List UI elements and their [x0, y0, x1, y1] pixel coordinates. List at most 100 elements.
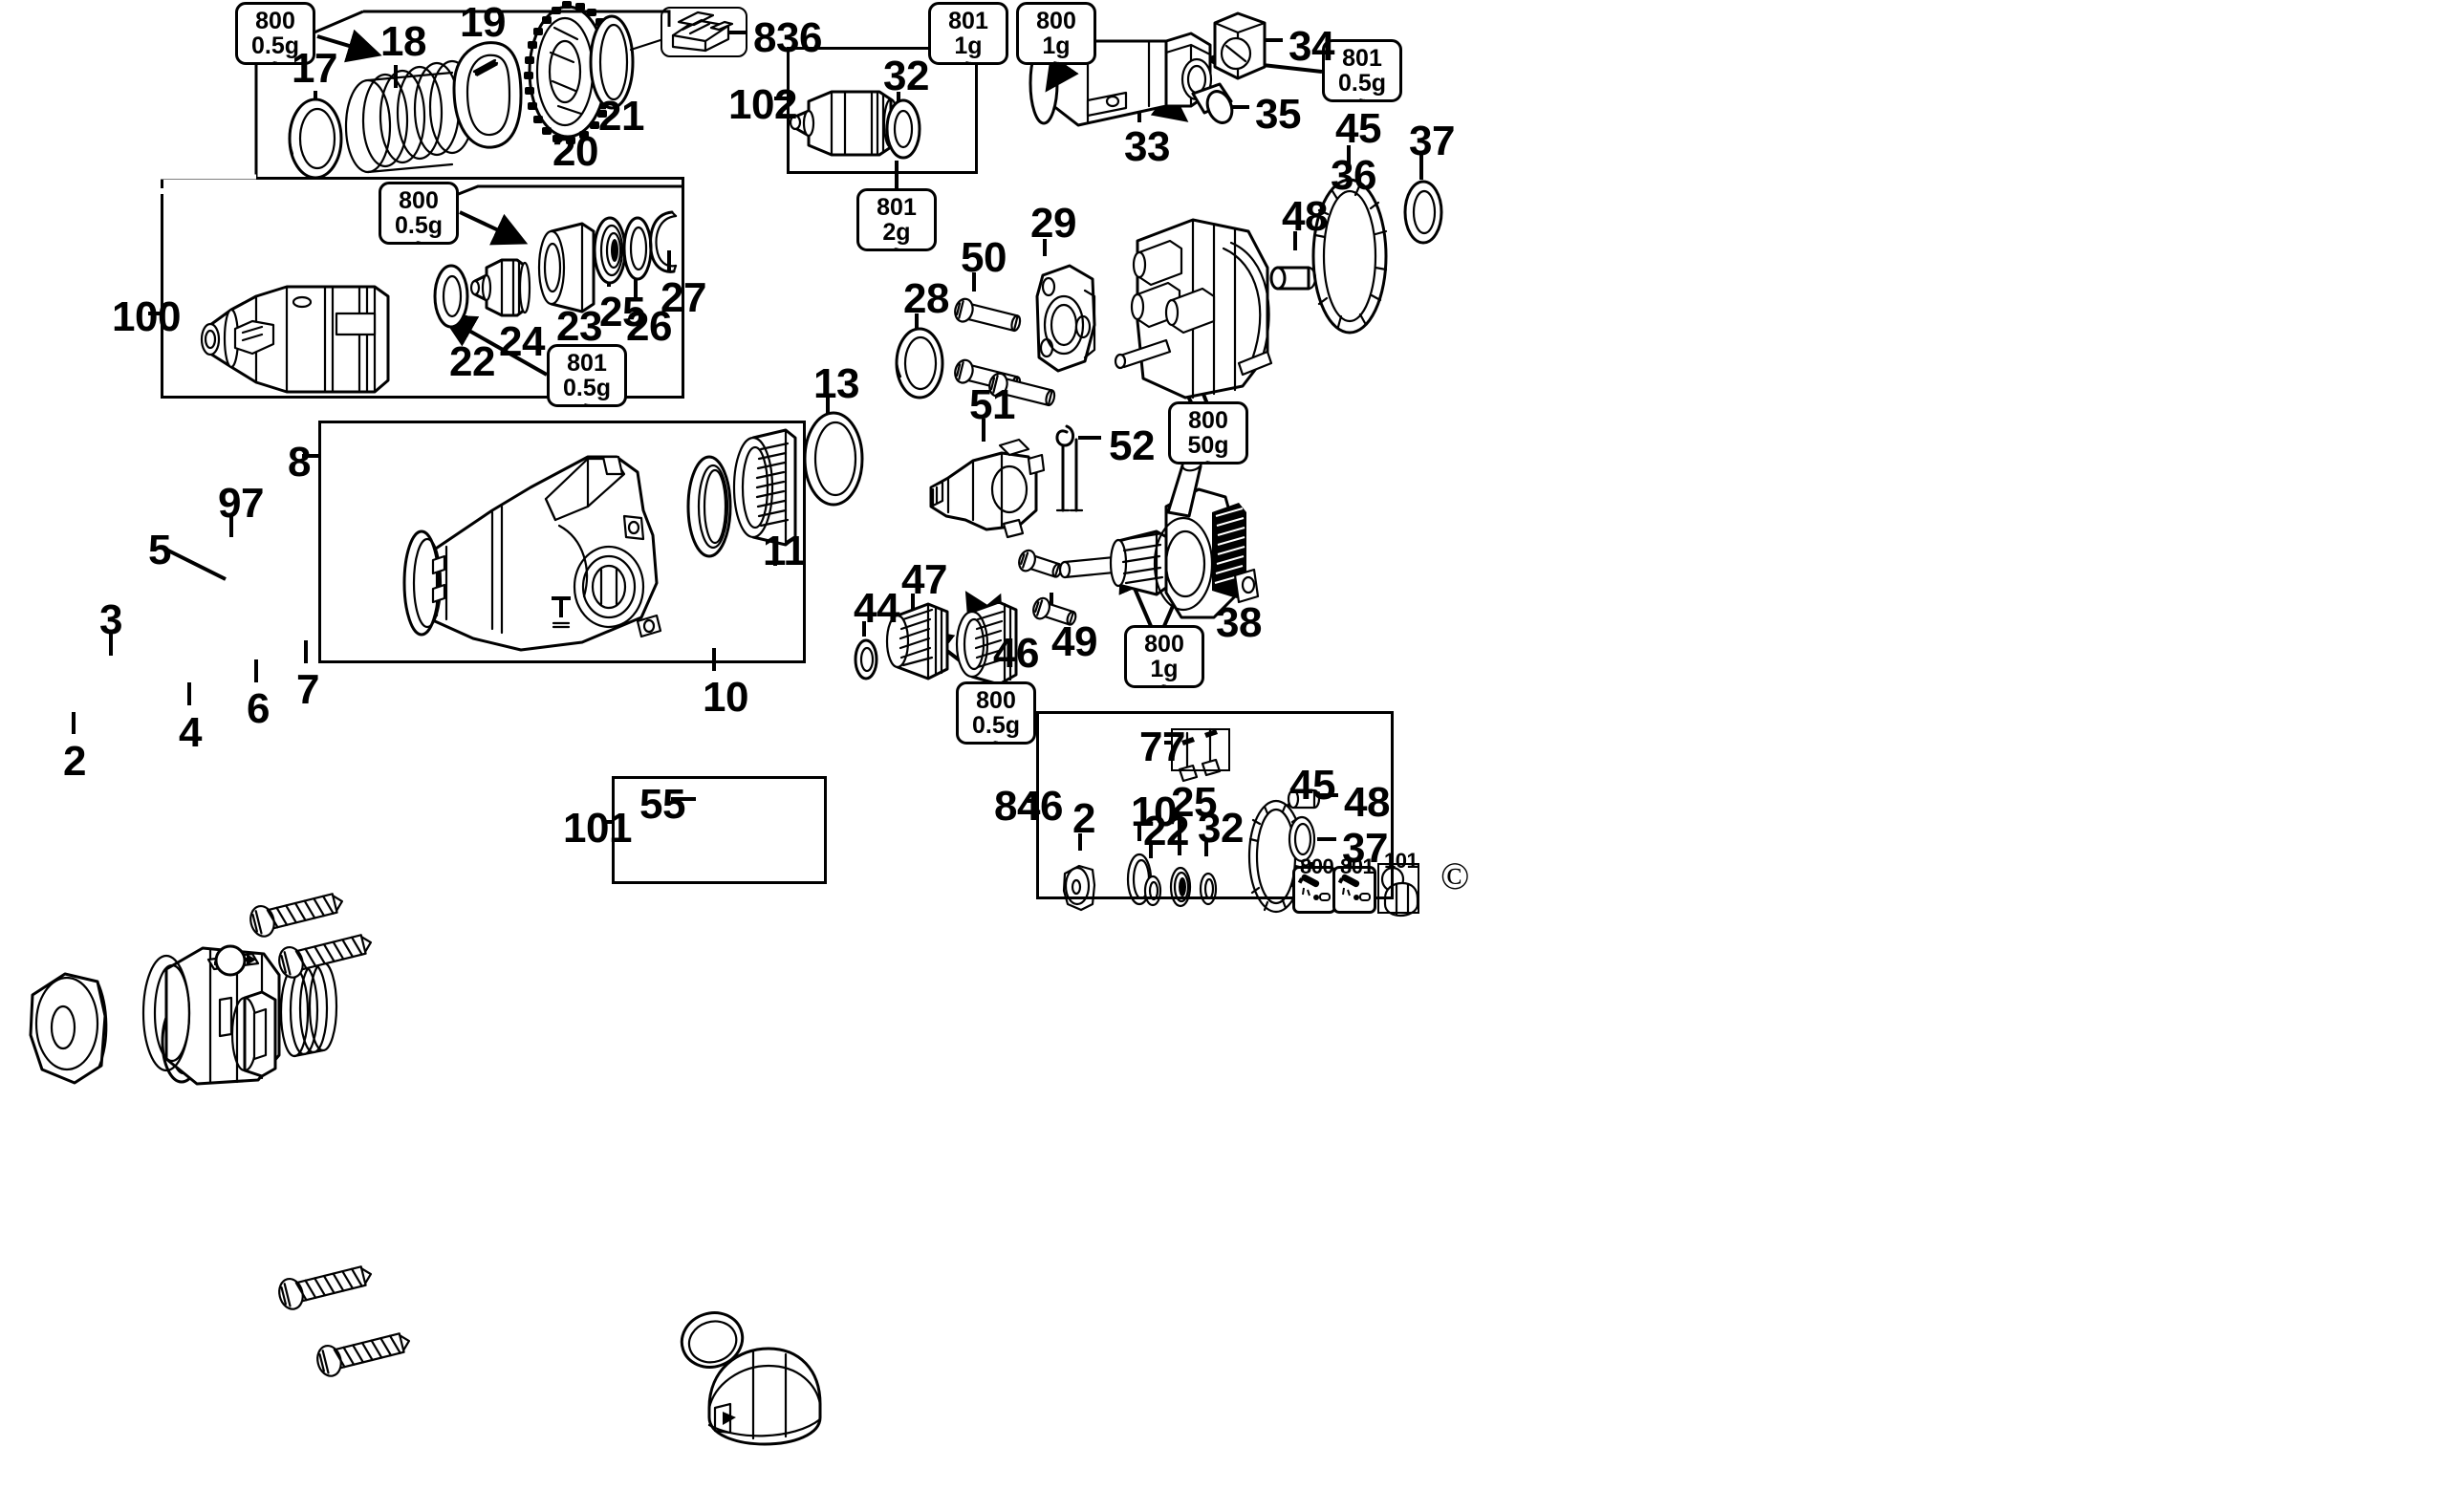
part-number-11: 11 [763, 528, 807, 574]
grease-gun-tube-icon [1337, 874, 1371, 901]
part-49-screws [1018, 549, 1077, 626]
part-36-gearcase [1114, 218, 1273, 400]
part-number-33: 33 [1124, 123, 1170, 170]
grease-code: 800 [1036, 8, 1076, 34]
part-6-washer [230, 990, 277, 1078]
kit-grease-spec-box [1332, 866, 1376, 914]
assembly-frame-77 [1171, 728, 1230, 771]
grease-spec-box: 800 50g [1168, 401, 1248, 464]
part-number-2: 2 [63, 738, 86, 785]
part-number-50: 50 [961, 234, 1007, 281]
assembly-frame-101 [612, 776, 827, 884]
part-number-35: 35 [1255, 91, 1301, 138]
assembly-frame-101-kit [1377, 863, 1419, 914]
part-17-oring [288, 97, 343, 180]
part-97-screws [249, 893, 411, 1377]
kit-part-number-25: 25 [1171, 779, 1217, 826]
part-19-washer [452, 41, 523, 149]
part-35-pin [1191, 82, 1234, 124]
grease-code: 800 [976, 687, 1016, 714]
grease-gun-tube-icon [1359, 97, 1365, 99]
kit-part-37-oring [1288, 815, 1316, 863]
grease-gun-tube-icon [1053, 60, 1059, 62]
kit-grease-label-800: 800 [1300, 854, 1334, 878]
part-number-5: 5 [148, 527, 171, 573]
part-38-motor-armature [1058, 457, 1260, 619]
part-number-24: 24 [499, 318, 545, 365]
part-number-97: 97 [218, 480, 264, 527]
grease-gun-icon [272, 60, 278, 62]
kit-part-number-37: 37 [1342, 825, 1388, 872]
grease-amount: 1g [1042, 32, 1071, 60]
part-number-20: 20 [552, 128, 598, 175]
part-5-ball [214, 944, 247, 977]
part-number-27: 27 [660, 274, 706, 321]
grease-spec-box: 800 0.5g [379, 182, 459, 245]
part-number-17: 17 [292, 45, 337, 92]
grease-gun-icon [416, 240, 422, 242]
part-number-19: 19 [460, 0, 506, 46]
part-number-4: 4 [179, 709, 202, 756]
part-number-45: 45 [1335, 105, 1381, 152]
part-number-28: 28 [903, 275, 949, 322]
kit-part-number-45: 45 [1289, 762, 1335, 809]
part-46-needle-bearing [955, 600, 1018, 686]
grease-code: 800 [399, 187, 439, 214]
kit-part-number-101: 101 [1384, 849, 1418, 873]
part-48-pin [1269, 266, 1317, 291]
part-number-8: 8 [288, 439, 311, 486]
copyright-mark: © [1440, 854, 1470, 897]
grease-amount: 0.5g [1337, 70, 1387, 97]
kit-part-number-22: 22 [1143, 808, 1189, 854]
kit-part-48-pin [1287, 788, 1321, 810]
part-number-34: 34 [1288, 23, 1334, 70]
part-number-101: 101 [563, 805, 632, 852]
part-32-washer [885, 98, 921, 160]
kit-part-number-32: 32 [1198, 805, 1244, 852]
grease-gun-icon [993, 740, 999, 742]
part-number-846: 846 [994, 783, 1063, 830]
part-number-102: 102 [728, 81, 797, 128]
grease-gun-tube-icon [584, 402, 590, 404]
part-number-37: 37 [1409, 118, 1455, 164]
part-number-10: 10 [703, 674, 748, 721]
part-number-13: 13 [813, 360, 859, 407]
part-51-switch-carrier [929, 438, 1046, 539]
grease-gun-tube-icon [965, 60, 971, 62]
assembly-frame-836 [660, 7, 747, 57]
part-13-oring [803, 411, 864, 507]
assembly-frame-846 [1036, 711, 1394, 899]
grease-amount: 50g [1187, 432, 1229, 460]
part-number-38: 38 [1216, 599, 1262, 646]
grease-gun-tube-icon [1297, 874, 1331, 901]
part-number-51: 51 [969, 381, 1015, 428]
kit-part-number-10: 10 [1131, 788, 1177, 835]
part-number-52: 52 [1109, 422, 1155, 469]
part-836-switch [671, 11, 734, 53]
part-55-oring [680, 1311, 745, 1369]
part-number-6: 6 [247, 685, 270, 732]
part-44-washer [854, 638, 878, 680]
part-47-pinion [885, 602, 949, 680]
part-number-100: 100 [112, 293, 181, 340]
part-45-oring-large [1311, 178, 1388, 335]
part-number-18: 18 [380, 18, 426, 65]
part-101-mode-knob [707, 1347, 822, 1446]
grease-code: 801 [567, 350, 607, 377]
part-100-hammer-assembly [200, 285, 390, 394]
part-number-48: 48 [1282, 193, 1328, 240]
part-24-ram [469, 258, 531, 317]
grease-code: 801 [1342, 45, 1382, 72]
grease-gun-icon [1205, 460, 1211, 462]
part-number-36: 36 [1331, 152, 1376, 199]
part-number-55: 55 [639, 781, 685, 828]
kit-part-number-2: 2 [1072, 795, 1095, 842]
grease-amount: 2g [882, 219, 911, 247]
part-37-oring [1403, 180, 1443, 245]
part-number-32: 32 [883, 53, 929, 99]
grease-amount: 0.5g [562, 375, 612, 402]
part-28-oring [895, 327, 944, 400]
part-23-bearing [537, 222, 596, 313]
